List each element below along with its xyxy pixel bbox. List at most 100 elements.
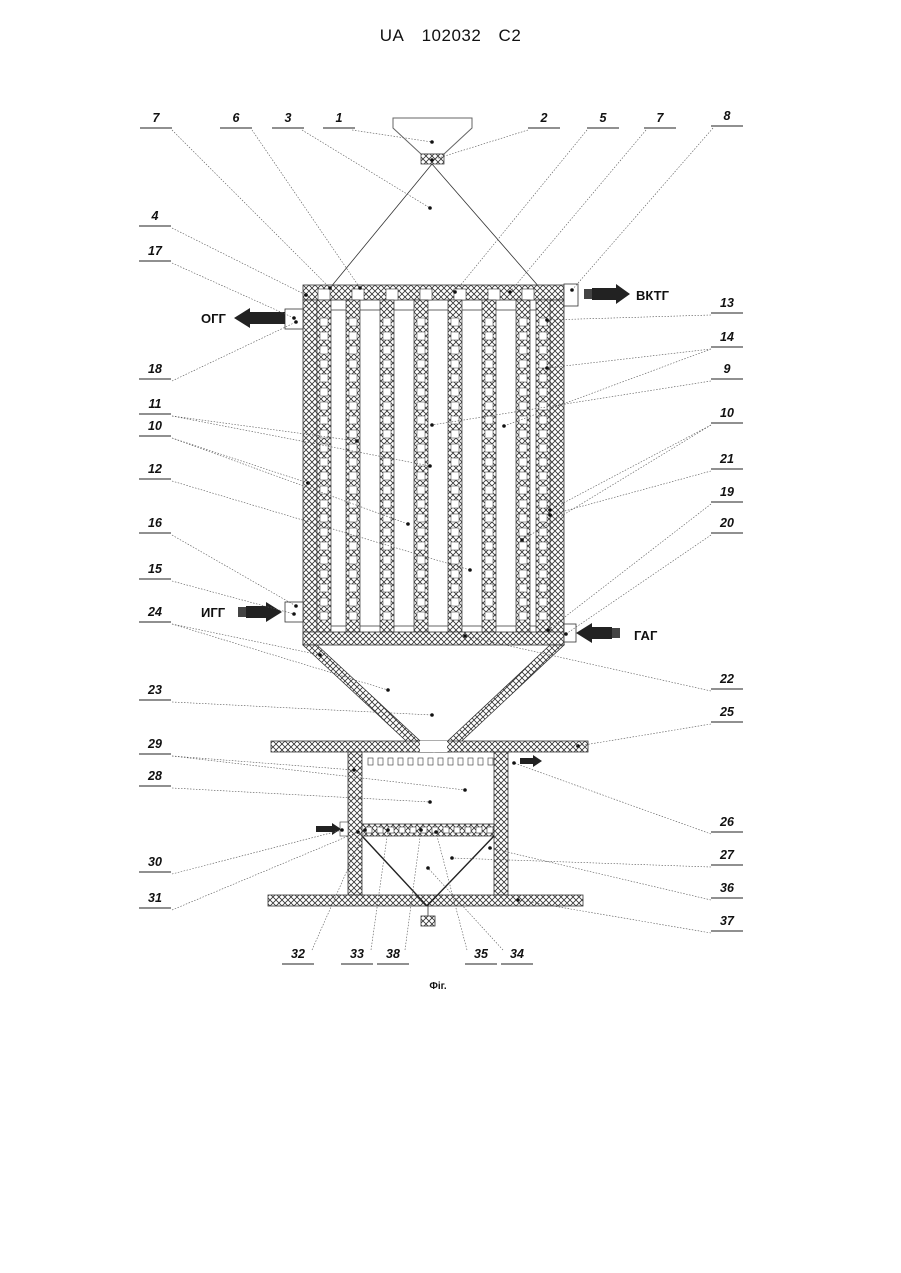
label-top-6: 6 (233, 111, 241, 125)
labels-bottom-row: 3233383534 (282, 947, 533, 964)
label-right-20: 20 (719, 516, 734, 530)
label-right-36: 36 (720, 881, 735, 895)
flow-label-gag: ГАГ (634, 628, 658, 643)
leader-dot (306, 481, 310, 485)
cooler-window (458, 758, 463, 765)
tube-window (349, 528, 357, 536)
label-left-11: 11 (149, 397, 162, 411)
cooler-upper-windows (368, 758, 493, 765)
tube-window (349, 514, 357, 522)
tube-window (539, 528, 547, 536)
tube-window (451, 598, 459, 606)
label-right-37: 37 (720, 914, 735, 928)
tube-window (349, 332, 357, 340)
tube-window (451, 402, 459, 410)
tube-window (417, 444, 425, 452)
tube-window (417, 528, 425, 536)
tube-window (383, 444, 391, 452)
leader-line (172, 130, 330, 288)
flow-arrows (234, 284, 630, 643)
leader-dot (428, 800, 432, 804)
tube-column-wall-right (536, 300, 550, 632)
tube-window (485, 332, 493, 340)
tube-window (485, 500, 493, 508)
tube-window (451, 556, 459, 564)
tube-window (485, 416, 493, 424)
discharge-valve (421, 916, 435, 926)
tube-window (320, 584, 328, 592)
cooler-window (368, 758, 373, 765)
tube-window (539, 416, 547, 424)
label-bottom-33: 33 (350, 947, 364, 961)
tube-window (519, 556, 527, 564)
cooler-window (398, 758, 403, 765)
vessel-right-wall (550, 300, 564, 645)
tube-window (485, 542, 493, 550)
leader-dot (419, 828, 423, 832)
leader-dot (430, 423, 434, 427)
tube-window (451, 416, 459, 424)
tube-window (349, 360, 357, 368)
tube-window (519, 402, 527, 410)
cooler-window (408, 758, 413, 765)
leader-line (172, 322, 296, 381)
tube-window (349, 556, 357, 564)
tube-window (417, 556, 425, 564)
tube-window (349, 584, 357, 592)
label-left-31: 31 (148, 891, 162, 905)
leader-dot (488, 846, 492, 850)
tube-window (320, 598, 328, 606)
leader-dot (512, 761, 516, 765)
leader-dot (545, 318, 549, 322)
tube-window (519, 332, 527, 340)
tube-window (417, 542, 425, 550)
leader-line (432, 381, 711, 425)
label-left-4: 4 (151, 209, 159, 223)
tube-window (383, 458, 391, 466)
tube-window (539, 346, 547, 354)
leader-dot (576, 744, 580, 748)
label-right-19: 19 (720, 485, 734, 499)
flow-label-ogg: ОГГ (201, 311, 226, 326)
leader-line (547, 315, 711, 320)
tube-window (320, 500, 328, 508)
tube-window (519, 528, 527, 536)
leader-dot (386, 828, 390, 832)
tube-window (349, 388, 357, 396)
leader-dot (453, 290, 457, 294)
tube-window (451, 346, 459, 354)
tube-column-wall-left (317, 300, 331, 632)
leader-line (566, 535, 711, 634)
leader-dot (358, 286, 362, 290)
tube-window (485, 388, 493, 396)
tube-window (539, 486, 547, 494)
tube-window (320, 346, 328, 354)
cooler-window (418, 758, 423, 765)
leader-dot (430, 713, 434, 717)
leader-line (172, 830, 342, 874)
tube-window (485, 556, 493, 564)
leader-line (504, 349, 711, 426)
flow-label-igg: ИГГ (201, 605, 226, 620)
tube-window (383, 374, 391, 382)
tube-window (417, 430, 425, 438)
leader-dot (304, 293, 308, 297)
tube-window (451, 430, 459, 438)
tube-window (485, 430, 493, 438)
tube-window (383, 500, 391, 508)
discharge-funnel (303, 645, 564, 752)
leader-dot (570, 288, 574, 292)
labels-right-column: 1314910211920222526273637 (711, 296, 743, 931)
tube-bundle (317, 300, 550, 632)
leader-dot (406, 522, 410, 526)
tube-window (417, 472, 425, 480)
leader-line (405, 830, 421, 950)
label-left-17: 17 (148, 244, 163, 258)
leader-line (172, 263, 294, 318)
tube-window (519, 318, 527, 326)
tube-window (417, 500, 425, 508)
label-top-7: 7 (657, 111, 665, 125)
tube-window (539, 556, 547, 564)
flow-label-vktg: ВКТГ (636, 288, 670, 303)
